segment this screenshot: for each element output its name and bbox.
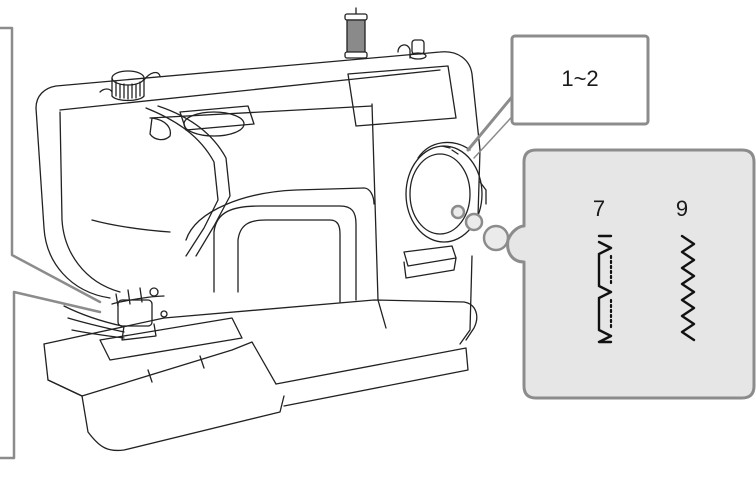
stitch-dial bbox=[405, 141, 487, 243]
dial-callout-pointer bbox=[466, 90, 518, 152]
stitch-number-9: 9 bbox=[675, 196, 689, 221]
sewing-machine-body bbox=[35, 51, 481, 345]
dial-setting-label: 1~2 bbox=[561, 66, 599, 91]
spool-icon bbox=[344, 7, 368, 59]
bubble-small bbox=[450, 204, 466, 220]
bobbin-winder bbox=[397, 39, 427, 60]
dial-setting-callout bbox=[510, 34, 650, 126]
left-callout-frame bbox=[0, 26, 102, 304]
zigzag-stitch-icon bbox=[680, 234, 696, 342]
left-callout-frame-lower bbox=[0, 290, 102, 460]
bubble-large bbox=[482, 224, 510, 252]
stitch-pattern-panel bbox=[506, 148, 756, 400]
base-extension-table bbox=[43, 299, 478, 452]
stitch-length-lever bbox=[403, 245, 457, 279]
bubble-medium bbox=[464, 212, 484, 232]
needle-presser-foot bbox=[63, 287, 165, 341]
tension-dial bbox=[99, 70, 161, 102]
blind-hem-stitch-icon bbox=[597, 234, 613, 344]
stitch-number-7: 7 bbox=[592, 196, 606, 221]
